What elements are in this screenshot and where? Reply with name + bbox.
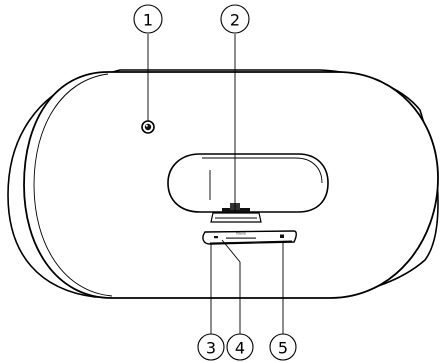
dock-opening (167, 153, 329, 213)
callout-2: 2 (220, 4, 250, 34)
volume-slider (226, 237, 256, 239)
control-panel-right-button (280, 234, 284, 238)
callout-1: 1 (133, 4, 163, 34)
panel-brand-text: fidelio (236, 232, 246, 236)
svg-text:3: 3 (206, 339, 216, 358)
callout-4: 4 (226, 333, 254, 361)
svg-text:4: 4 (235, 339, 245, 358)
svg-text:5: 5 (278, 339, 288, 358)
control-panel-left-button (214, 236, 218, 239)
top-indicator-hole (141, 120, 155, 134)
svg-text:2: 2 (230, 11, 240, 30)
callout-3: 3 (197, 333, 225, 361)
control-panel: fidelio (202, 230, 297, 245)
leader-4 (221, 239, 241, 335)
callout-5: 5 (269, 333, 297, 361)
speaker-body-seam (33, 73, 113, 297)
svg-text:1: 1 (143, 11, 153, 30)
